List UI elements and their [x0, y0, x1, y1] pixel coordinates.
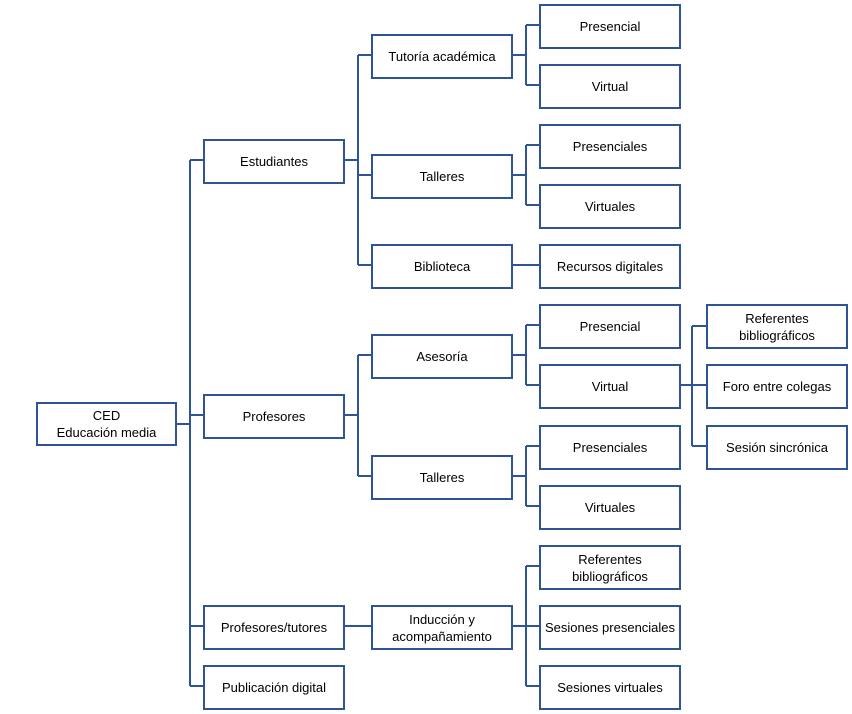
node-talleres-prof-virtuales: Virtuales [539, 485, 681, 530]
node-tutoria-virtual: Virtual [539, 64, 681, 109]
node-label: Virtuales [584, 500, 636, 515]
node-label: Virtual [591, 379, 629, 394]
node-biblioteca: Biblioteca [371, 244, 513, 289]
node-sesion-sincronica: Sesión sincrónica [706, 425, 848, 470]
node-talleres-profesores: Talleres [371, 455, 513, 500]
node-publicacion-digital: Publicación digital [203, 665, 345, 710]
node-label: Sesiones presenciales [544, 620, 676, 635]
root-line2: Educación media [56, 425, 157, 440]
node-label: Talleres [419, 470, 465, 485]
node-estudiantes: Estudiantes [203, 139, 345, 184]
node-label: Recursos digitales [556, 259, 664, 274]
node-line2: bibliográficos [572, 568, 648, 584]
node-label: Presencial [579, 319, 641, 334]
root-node: CED Educación media [36, 402, 177, 446]
node-label: Profesores/tutores [220, 620, 328, 635]
node-asesoria-virtual: Virtual [539, 364, 681, 409]
node-recursos-digitales: Recursos digitales [539, 244, 681, 289]
node-label: Virtual [591, 79, 629, 94]
node-foro-colegas: Foro entre colegas [706, 364, 848, 409]
node-line1: Referentes [578, 551, 642, 567]
node-virtual-referentes: Referentes bibliográficos [706, 304, 848, 349]
node-label: Presencial [579, 19, 641, 34]
connector-group [176, 24, 707, 687]
node-induccion-referentes: Referentes bibliográficos [539, 545, 681, 590]
node-asesoria-presencial: Presencial [539, 304, 681, 349]
node-label: Virtuales [584, 199, 636, 214]
node-label: Sesiones virtuales [557, 680, 663, 695]
node-profesores-tutores: Profesores/tutores [203, 605, 345, 650]
node-label: Tutoría académica [388, 49, 496, 64]
node-label: Talleres [419, 169, 465, 184]
node-induccion-acompanamiento: Inducción y acompañamiento [371, 605, 513, 650]
node-line2: bibliográficos [739, 327, 815, 343]
node-label: Foro entre colegas [722, 379, 832, 394]
node-talleres-virtuales: Virtuales [539, 184, 681, 229]
node-tutoria-presencial: Presencial [539, 4, 681, 49]
node-talleres-presenciales: Presenciales [539, 124, 681, 169]
node-label: Presenciales [572, 139, 648, 154]
node-label: Asesoría [416, 349, 468, 364]
node-label: Estudiantes [240, 154, 308, 169]
node-line2: acompañamiento [392, 628, 492, 644]
node-label: Profesores [242, 409, 306, 424]
node-label: Presenciales [572, 440, 648, 455]
node-line1: Referentes [745, 310, 809, 326]
node-label: Biblioteca [413, 259, 471, 274]
node-profesores: Profesores [203, 394, 345, 439]
node-label: Sesión sincrónica [726, 440, 828, 455]
node-label: Publicación digital [221, 680, 327, 695]
node-talleres-estudiantes: Talleres [371, 154, 513, 199]
node-asesoria: Asesoría [371, 334, 513, 379]
node-sesiones-virtuales: Sesiones virtuales [539, 665, 681, 710]
node-sesiones-presenciales: Sesiones presenciales [539, 605, 681, 650]
node-line1: Inducción y [409, 611, 475, 627]
node-tutoria-academica: Tutoría académica [371, 34, 513, 79]
node-talleres-prof-presenciales: Presenciales [539, 425, 681, 470]
root-line1: CED [92, 408, 121, 423]
